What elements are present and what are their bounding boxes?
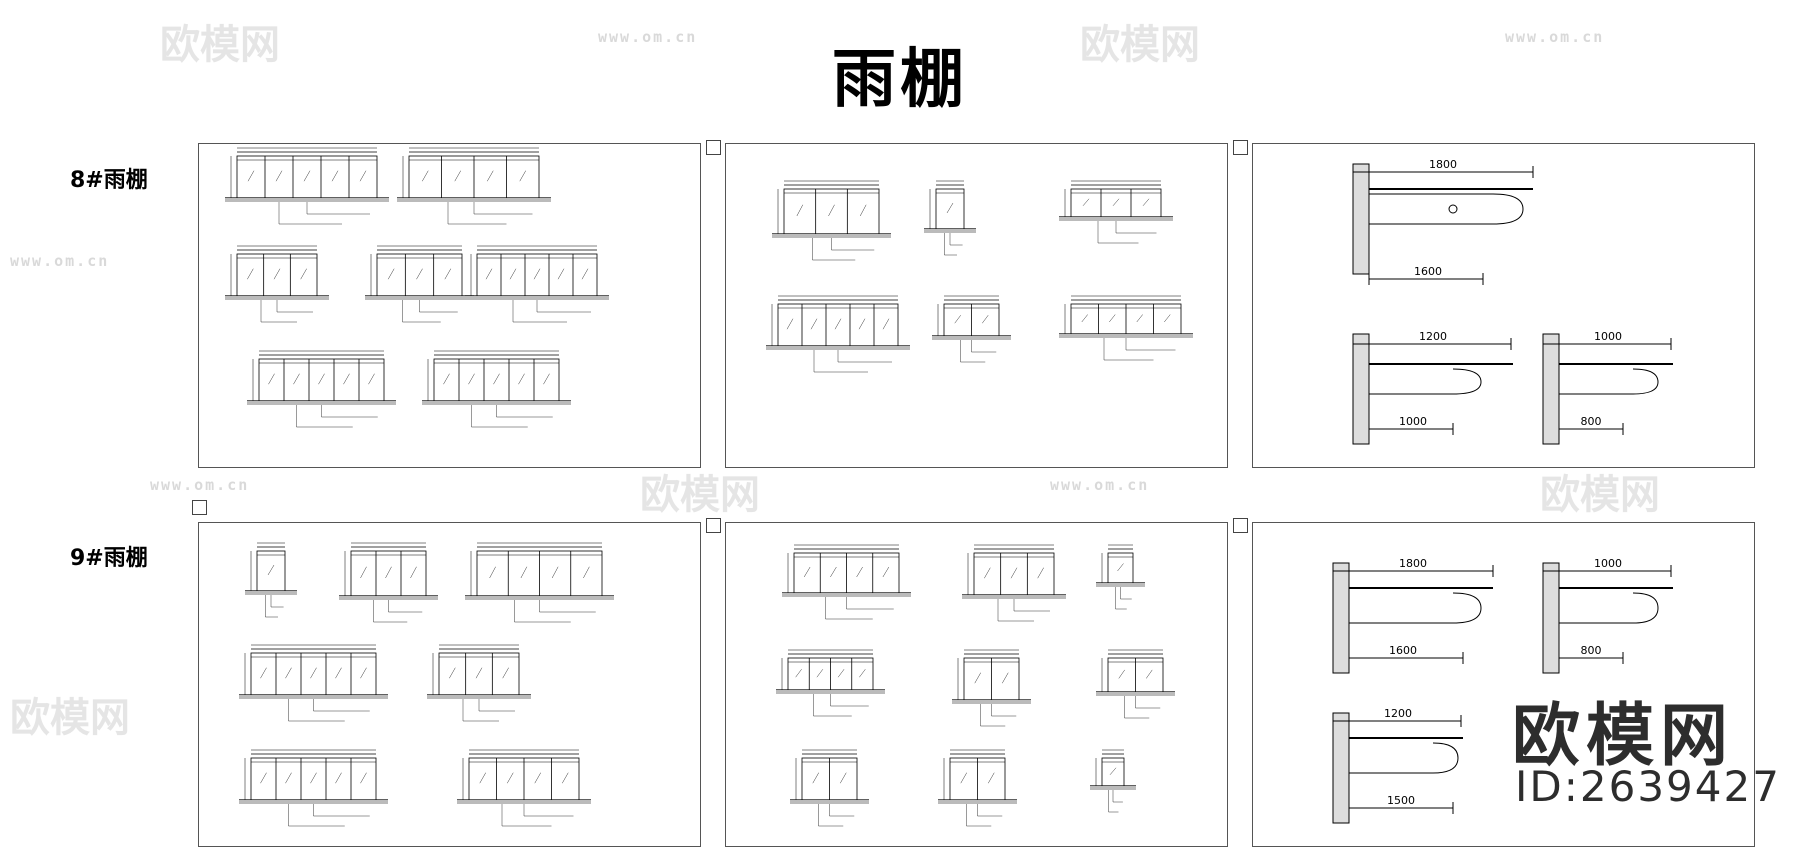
dim-text: 1600 xyxy=(1414,265,1442,278)
sheet-marker[interactable] xyxy=(706,140,721,155)
elevation-drawings xyxy=(776,544,1175,827)
elevation-view xyxy=(365,245,474,323)
dim-text: 1800 xyxy=(1429,158,1457,171)
sheet-8-sections: 1800 1600 1200 1000 1000 800 xyxy=(1252,143,1755,468)
elevation-view xyxy=(422,350,571,428)
dim-text: 800 xyxy=(1581,415,1602,428)
elevation-view xyxy=(397,147,551,225)
sheet-9-sections: 1800 1600 1000 800 1200 1500 xyxy=(1252,522,1755,847)
sheet-marker[interactable] xyxy=(1233,140,1248,155)
row-label-9: 9#雨棚 xyxy=(70,546,148,571)
elevation-drawings xyxy=(225,147,609,428)
elevation-view xyxy=(790,749,869,827)
section-drawings: 1800 1600 1200 1000 1000 800 xyxy=(1352,158,1673,445)
dim-text: 1800 xyxy=(1399,557,1427,570)
elevation-view xyxy=(427,644,531,722)
elevation-view xyxy=(1096,544,1145,610)
elevation-drawings xyxy=(766,180,1193,373)
dim-text: 1500 xyxy=(1387,794,1415,807)
dim-text: 1000 xyxy=(1594,330,1622,343)
elevation-view xyxy=(1059,295,1193,361)
elevation-view xyxy=(457,749,591,827)
elevation-view xyxy=(776,649,885,717)
elevation-view xyxy=(924,180,976,256)
dim-text: 1200 xyxy=(1419,330,1447,343)
watermark-logo: 欧模网 xyxy=(640,472,760,518)
watermark-url: www.om.cn xyxy=(10,252,110,270)
elevation-view xyxy=(1059,180,1173,244)
elevation-view xyxy=(339,542,438,623)
elevation-view xyxy=(952,649,1031,727)
sheet-9-elevations-a xyxy=(198,522,701,847)
watermark-url: www.om.cn xyxy=(150,476,250,494)
dim-text: 1000 xyxy=(1399,415,1427,428)
model-id: ID:2639427 xyxy=(1515,762,1781,811)
row-label-8: 8#雨棚 xyxy=(70,168,148,193)
dim-text: 1600 xyxy=(1389,644,1417,657)
elevation-view xyxy=(465,542,614,623)
elevation-view xyxy=(782,544,911,620)
section-drawings: 1800 1600 1000 800 1200 1500 xyxy=(1332,557,1673,824)
elevation-view xyxy=(932,295,1011,363)
elevation-view xyxy=(938,749,1017,827)
dim-text: 1200 xyxy=(1384,707,1412,720)
sheet-9-elevations-b xyxy=(725,522,1228,847)
dim-text: 1000 xyxy=(1594,557,1622,570)
sheet-marker[interactable] xyxy=(706,518,721,533)
watermark-url: www.om.cn xyxy=(1050,476,1150,494)
watermark-logo: 欧模网 xyxy=(10,695,130,741)
elevation-view xyxy=(247,350,396,428)
sheet-8-elevations-a xyxy=(198,143,701,468)
elevation-view xyxy=(245,542,297,618)
elevation-view xyxy=(225,245,329,323)
elevation-view xyxy=(962,544,1066,622)
elevation-view xyxy=(239,749,388,827)
sheet-marker[interactable] xyxy=(1233,518,1248,533)
page-title: 雨棚 xyxy=(832,43,968,117)
sheet-marker[interactable] xyxy=(192,500,207,515)
elevation-view xyxy=(1096,649,1175,719)
elevation-view xyxy=(239,644,388,722)
elevation-view xyxy=(772,180,891,261)
sheet-8-elevations-b xyxy=(725,143,1228,468)
dim-text: 800 xyxy=(1581,644,1602,657)
elevation-view xyxy=(1090,749,1136,813)
watermark-logo: 欧模网 xyxy=(1540,472,1660,518)
elevation-view xyxy=(225,147,389,225)
elevation-view xyxy=(766,295,910,373)
elevation-view xyxy=(465,245,609,323)
elevation-drawings xyxy=(239,542,614,827)
brand-logo-text: 欧模网 xyxy=(1512,697,1735,776)
